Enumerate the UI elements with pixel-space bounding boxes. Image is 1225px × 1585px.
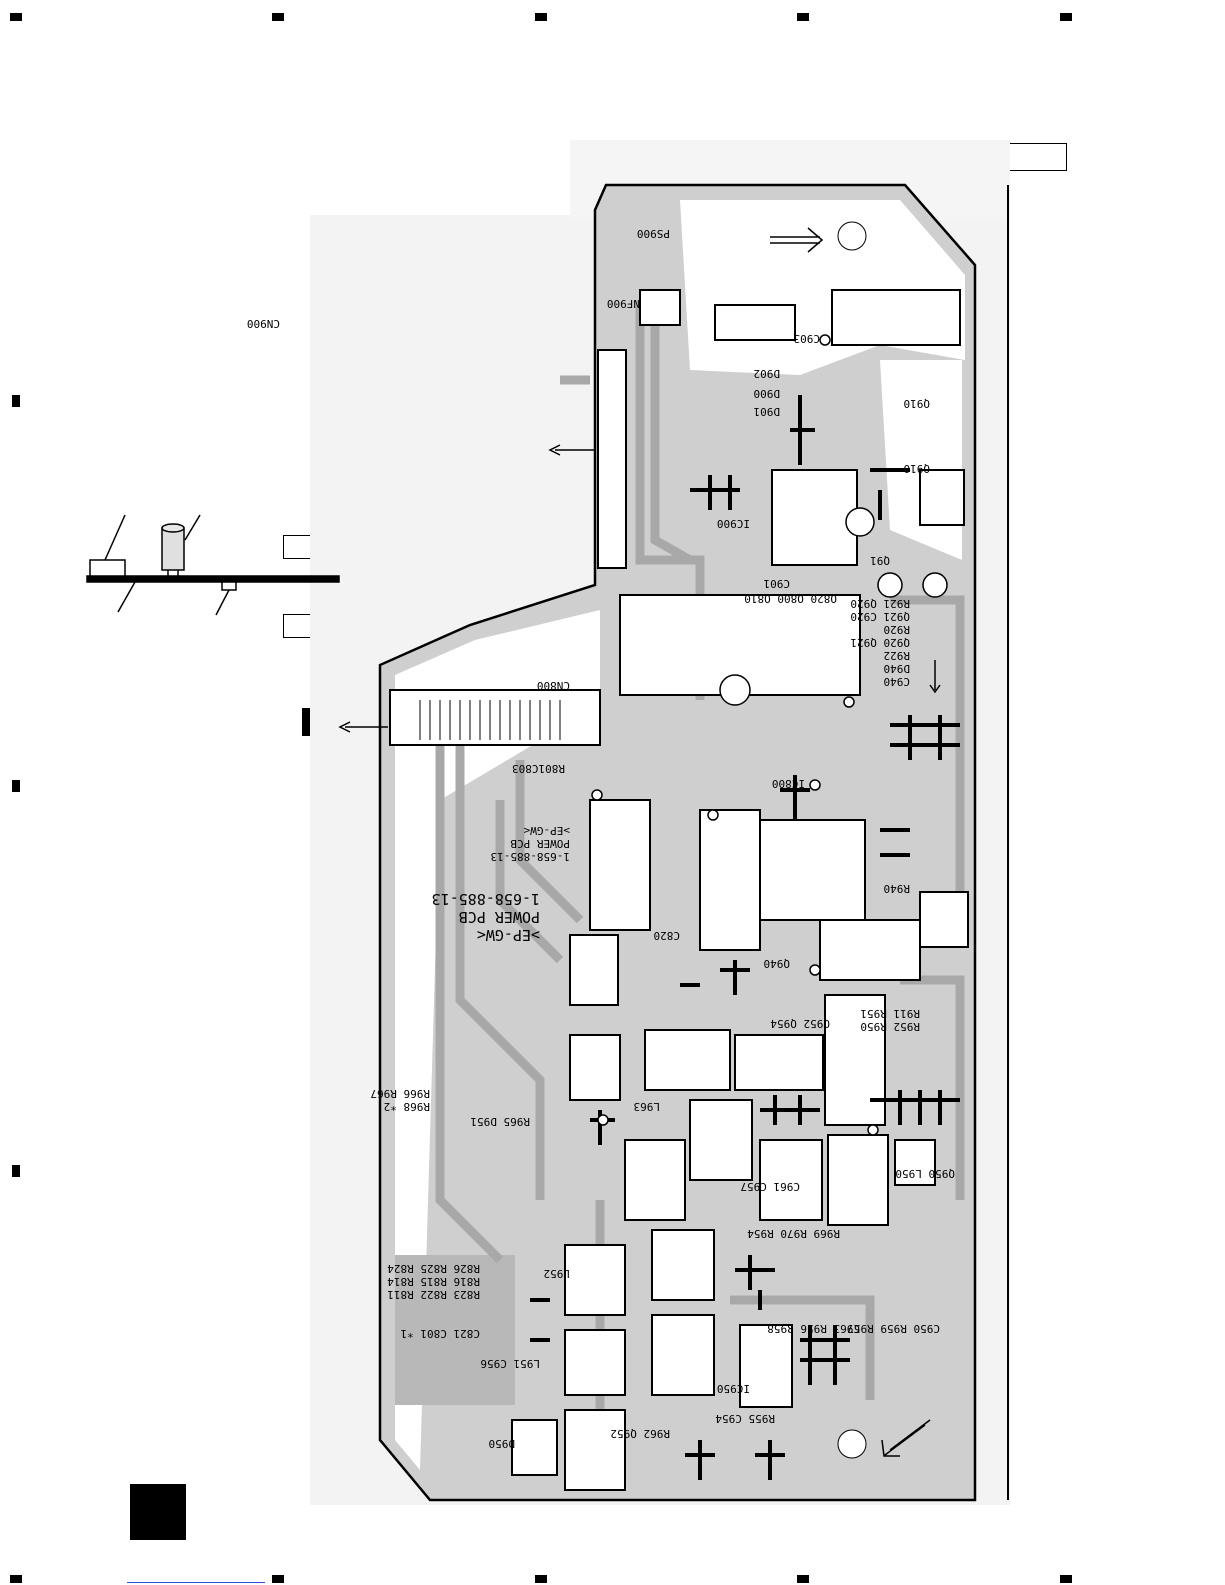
part-label: R826 R825 R824: [387, 1262, 480, 1275]
part-label: C963 R956 R958: [767, 1322, 860, 1335]
registration-mark-top-3: [535, 13, 547, 21]
part-label: C940: [884, 675, 911, 688]
part-label: R952 R950: [860, 1020, 920, 1033]
part-label: IC950: [717, 1382, 750, 1395]
part-label: L963: [634, 1100, 661, 1113]
part-label: C901: [764, 577, 791, 590]
part-label: D900: [754, 387, 781, 400]
part-label: Q921 C920: [850, 610, 910, 623]
part-label: R962 Q952: [610, 1427, 670, 1440]
registration-mark-left-2: [12, 780, 20, 792]
mounting-hole-top: [837, 221, 867, 251]
part-label: D902: [754, 367, 781, 380]
part-label: R801C803: [512, 762, 565, 775]
part-label: R920: [884, 623, 911, 636]
registration-mark-top-1: [10, 13, 22, 21]
part-label: R940: [884, 882, 911, 895]
part-label: R922: [884, 649, 911, 662]
part-label: R955 C954: [715, 1412, 775, 1425]
part-label: R965 D951: [470, 1115, 530, 1128]
pcb-top-white-region: [680, 200, 965, 375]
capacitor-circles: [591, 334, 948, 1136]
part-label: NF900: [607, 297, 640, 310]
pcb-marking: >EP-GW< POWER PCB 1-658-885-13: [432, 890, 540, 944]
pcb-lower-left-area: [395, 1255, 515, 1405]
mounting-hole-bottom: [837, 1429, 867, 1459]
part-labels: PS900 NF900 C903 CN900 D902 D900 D901 Q9…: [247, 227, 955, 1450]
part-label: R823 R822 R811: [387, 1288, 480, 1301]
registration-mark-bottom-3: [535, 1575, 547, 1583]
part-label: Q91: [870, 554, 890, 567]
part-label: Q910: [904, 462, 931, 475]
part-label: R816 R815 R814: [387, 1275, 480, 1288]
pcb-number: 1-658-885-13: [432, 890, 540, 908]
part-label: C961 C957: [740, 1180, 800, 1193]
part-label: IC800: [772, 777, 805, 790]
part-label: D940: [884, 662, 911, 675]
part-label: IC900: [717, 517, 750, 530]
part-label: D901: [754, 405, 781, 418]
part-label: R968 *2: [384, 1100, 430, 1113]
part-label: >EP-GW<: [523, 824, 570, 837]
part-label: C950 R959 R957: [847, 1322, 940, 1335]
registration-mark-bottom-2: [272, 1575, 284, 1583]
part-label: R969 R970 R954: [747, 1227, 840, 1240]
cn900-connector: [597, 349, 627, 569]
part-label: CN800: [537, 679, 570, 692]
registration-mark-top-2: [272, 13, 284, 21]
part-label: POWER PCB: [510, 837, 570, 850]
registration-mark-top-5: [1060, 13, 1072, 21]
registration-mark-bottom-5: [1060, 1575, 1072, 1583]
part-label: R911 R951: [860, 1007, 920, 1020]
part-label: C821 C801 *1: [401, 1327, 480, 1340]
part-label: CN900: [247, 317, 280, 330]
part-label: C903: [794, 332, 821, 345]
registration-mark-left-1: [12, 395, 20, 407]
part-label: R921 Q920: [850, 597, 910, 610]
cn800-pins: [419, 700, 561, 740]
bottom-link-underline: [127, 1582, 265, 1583]
registration-mark-top-4: [797, 13, 809, 21]
part-label: Q820 Q800 Q810: [744, 592, 837, 605]
part-label: C820: [654, 929, 681, 942]
registration-mark-bottom-4: [797, 1575, 809, 1583]
part-label: PS900: [637, 227, 670, 240]
part-label: Q910: [904, 397, 931, 410]
part-label: Q950 L950: [895, 1167, 955, 1180]
part-label: Q952 Q954: [770, 1017, 830, 1030]
pcb-right-white-region: [880, 360, 962, 560]
part-label: L951 C956: [480, 1357, 540, 1370]
pcb-title: >EP-GW<: [477, 926, 540, 944]
component-footprints: [511, 289, 969, 1491]
direction-arrows: [338, 227, 941, 1457]
registration-mark-left-3: [12, 1165, 20, 1177]
component-side-view: [86, 514, 340, 616]
page-corner-block: [130, 1484, 186, 1540]
part-label: Q920 Q921: [850, 636, 910, 649]
cn800-connector: [389, 689, 601, 746]
part-label: Q940: [764, 957, 791, 970]
registration-mark-bottom-1: [10, 1575, 22, 1583]
part-label: 1-658-885-13: [491, 850, 570, 863]
part-label: D950: [489, 1437, 516, 1450]
part-label: R966 R967: [370, 1087, 430, 1100]
part-label: L952: [544, 1267, 571, 1280]
pcb-subtitle: POWER PCB: [459, 908, 540, 926]
